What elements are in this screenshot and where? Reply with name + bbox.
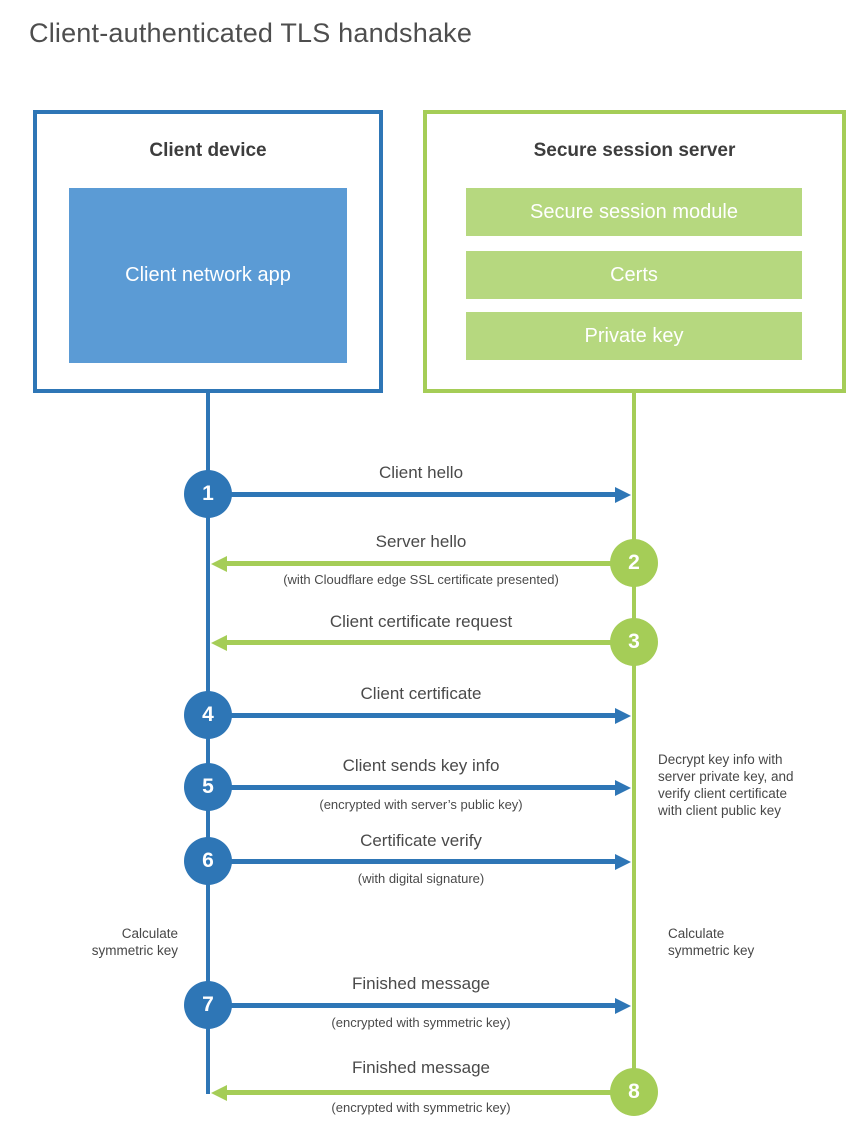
calculate-symmetric-key-note-client: Calculate symmetric key — [91, 926, 178, 958]
secure-session-server-title: Secure session server — [533, 140, 736, 161]
step-4-circle: 4 — [184, 691, 232, 739]
message-sublabel: (encrypted with symmetric key) — [331, 1100, 511, 1115]
step-2-circle: 2 — [610, 539, 658, 587]
step-1-circle: 1 — [184, 470, 232, 518]
step-3-circle: 3 — [610, 618, 658, 666]
client-to-server-arrow-icon — [231, 853, 631, 870]
decrypt-key-info-note: Decrypt key info with server private key… — [658, 752, 794, 818]
client-to-server-arrow-icon — [231, 486, 631, 503]
client-network-app-label: Client network app — [125, 264, 291, 286]
step-6-circle: 6 — [184, 837, 232, 885]
message-sublabel: (with Cloudflare edge SSL certificate pr… — [283, 572, 559, 587]
private-key-bar: Private key — [466, 312, 802, 360]
certs-bar: Certs — [466, 251, 802, 299]
message-label: Finished message — [352, 974, 490, 993]
message-sublabel: (with digital signature) — [357, 871, 485, 886]
message-label: Client certificate — [360, 684, 482, 703]
message-label: Client sends key info — [342, 756, 500, 775]
message-sublabel: (encrypted with symmetric key) — [331, 1015, 511, 1030]
step-8-circle: 8 — [610, 1068, 658, 1116]
secure-session-module-bar: Secure session module — [466, 188, 802, 236]
message-label: Server hello — [375, 532, 467, 551]
message-label: Finished message — [352, 1058, 490, 1077]
step-7-circle: 7 — [184, 981, 232, 1029]
client-to-server-arrow-icon — [231, 997, 631, 1014]
message-label: Certificate verify — [360, 831, 482, 850]
client-network-app-box: Client network app — [69, 188, 347, 363]
message-sublabel: (encrypted with server’s public key) — [319, 797, 523, 812]
server-lifeline — [632, 392, 636, 1092]
step-5-circle: 5 — [184, 763, 232, 811]
client-to-server-arrow-icon — [231, 707, 631, 724]
client-device-title: Client device — [149, 140, 267, 161]
server-to-client-arrow-icon — [211, 1084, 613, 1101]
message-label: Client certificate request — [329, 612, 513, 631]
calculate-symmetric-key-note-server: Calculate symmetric key — [668, 926, 755, 958]
page-title: Client-authenticated TLS handshake — [29, 18, 473, 48]
message-label: Client hello — [378, 463, 464, 482]
server-to-client-arrow-icon — [211, 555, 613, 572]
client-to-server-arrow-icon — [231, 779, 631, 796]
server-to-client-arrow-icon — [211, 634, 613, 651]
client-lifeline — [206, 392, 210, 1094]
